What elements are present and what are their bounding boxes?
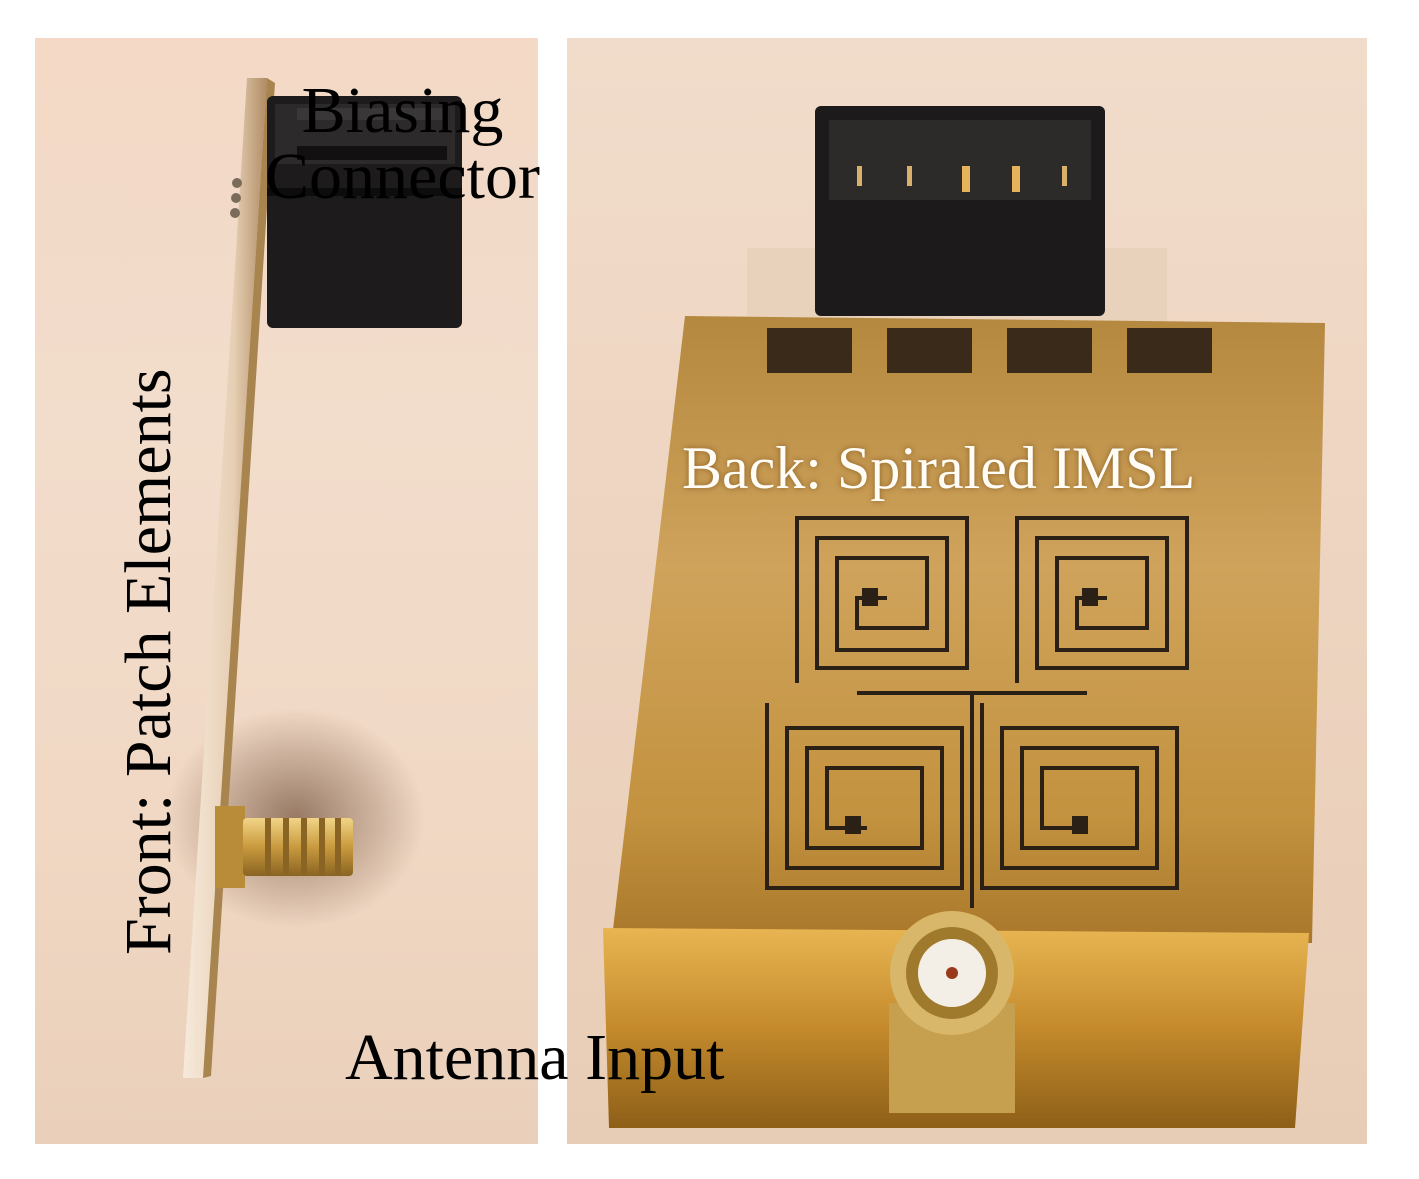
antenna-input-label: Antenna Input [345, 1021, 725, 1094]
back-view-illustration [603, 106, 1325, 1128]
top-slots [767, 328, 1212, 373]
board-edge [183, 78, 267, 1078]
sma-connector-top [889, 911, 1015, 1113]
right-photo-back-view [567, 38, 1367, 1144]
left-photo-side-view [35, 38, 538, 1144]
back-spiraled-imsl-label: Back: Spiraled IMSL [682, 435, 1196, 501]
spiral-traces [765, 516, 1189, 908]
biasing-connector-side [267, 96, 462, 328]
biasing-connector-label: Biasing Connector [0, 78, 805, 210]
side-view-illustration [165, 78, 462, 1078]
biasing-label-line1: Biasing [301, 74, 504, 147]
biasing-label-line2: Connector [265, 140, 540, 213]
biasing-connector-top [815, 106, 1105, 316]
spiral-center-pads [845, 588, 1098, 834]
sma-connector-side [215, 806, 353, 888]
front-patch-elements-label: Front: Patch Elements [112, 368, 185, 955]
